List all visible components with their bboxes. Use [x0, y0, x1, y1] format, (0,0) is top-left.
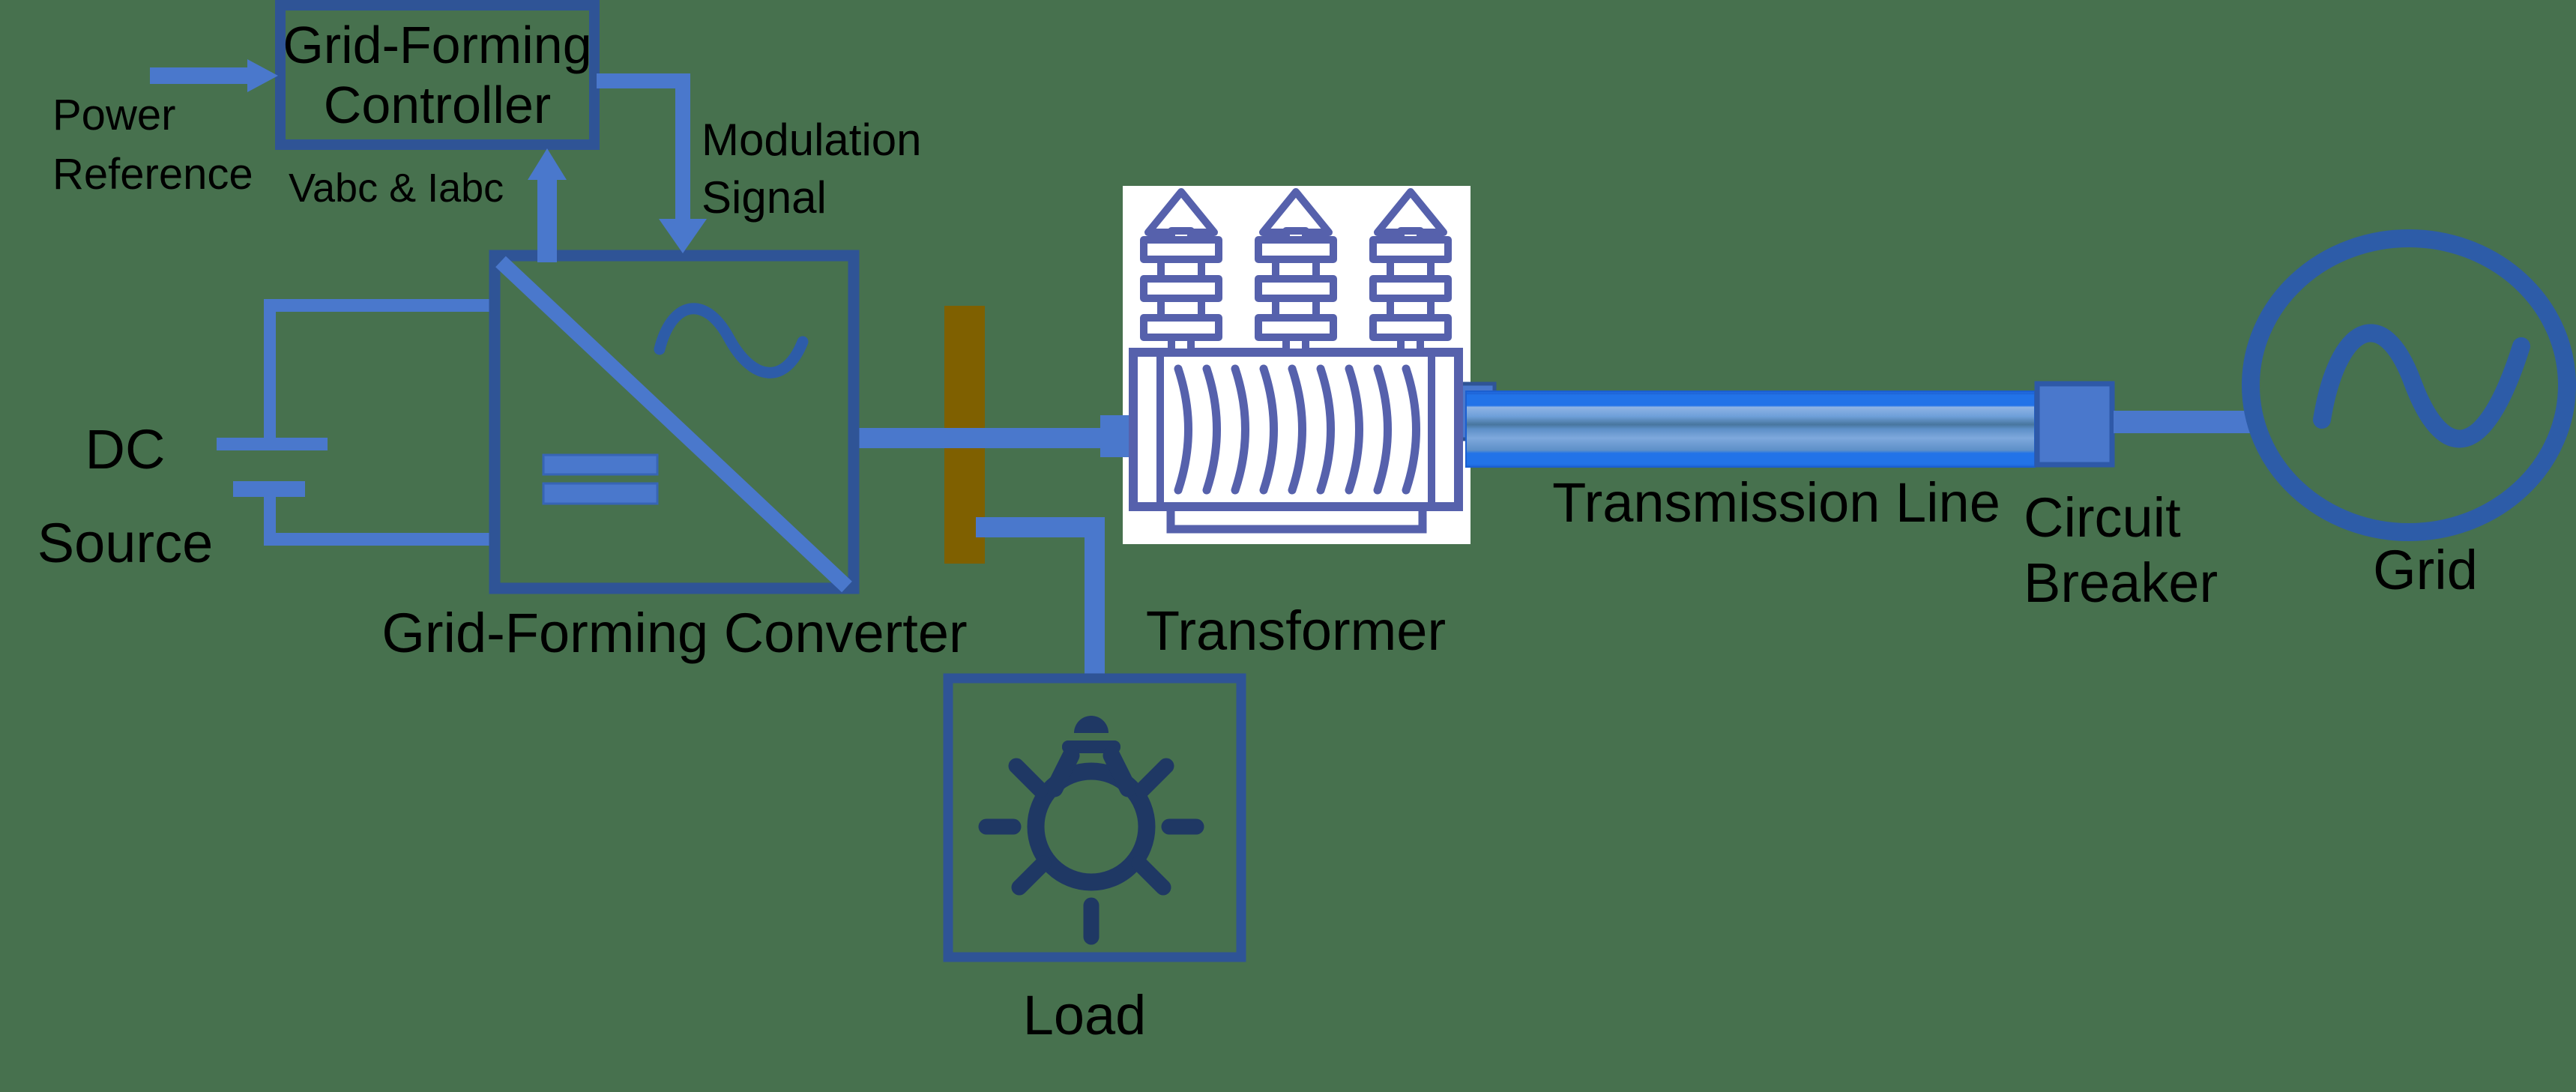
- controller-line1: Grid-Forming: [283, 16, 592, 74]
- converter-dc-bar-bottom: [542, 482, 659, 505]
- power-reference-line2: Reference: [52, 150, 253, 199]
- modulation-line2: Signal: [702, 172, 827, 223]
- transmission-line-bar: [1465, 390, 2036, 468]
- dc-source-circuit: [217, 299, 495, 546]
- controller-box: [275, 0, 600, 150]
- circuit-breaker-icon: [2034, 381, 2115, 468]
- controller-line2: Controller: [323, 76, 552, 134]
- load-label: Load: [1022, 984, 1147, 1046]
- modulation-line1: Modulation: [702, 115, 922, 165]
- circuit-breaker-label: Circuit Breaker: [2024, 485, 2218, 615]
- converter-label: Grid-Forming Converter: [381, 602, 968, 664]
- modulation-signal-arrow: [597, 73, 707, 253]
- converter-icon: [489, 250, 860, 594]
- dc-wire-bottom: [264, 533, 495, 546]
- transformer-label: Transformer: [1145, 600, 1447, 662]
- power-reference-line1: Power: [52, 91, 176, 139]
- power-reference-arrow: [150, 59, 278, 92]
- wire-converter-to-transformer: [857, 428, 1126, 448]
- lightbulb-icon: [978, 716, 1204, 945]
- load-icon: [943, 673, 1246, 962]
- controller-and-arrows: [150, 0, 707, 262]
- dc-wire-left-upper: [264, 299, 276, 438]
- transformer-base: [1166, 502, 1427, 534]
- transformer-tank-flanges: [1156, 352, 1435, 507]
- converter-diagonal: [495, 256, 852, 593]
- converter-ac-sine-icon: [654, 303, 809, 378]
- converter-box: [489, 250, 860, 594]
- power-reference-label: Power Reference: [52, 85, 253, 204]
- grid-source-icon: [2242, 229, 2576, 541]
- transformer-winding-fins: [1174, 364, 1420, 495]
- modulation-signal-label: Modulation Signal: [702, 111, 922, 226]
- load-box: [943, 673, 1246, 962]
- grid-circle: [2242, 229, 2576, 541]
- wire-breaker-to-grid: [2114, 411, 2251, 433]
- battery-short-plate: [233, 481, 305, 497]
- transformer-bushings: [1140, 188, 1452, 356]
- grid-ac-sine-icon: [2313, 324, 2530, 448]
- vabc-iabc-label: Vabc & Iabc: [289, 166, 504, 211]
- lightbulb-rays: [978, 758, 1204, 945]
- dc-wire-top: [264, 299, 495, 312]
- vabc-feedback-arrow: [528, 148, 567, 262]
- controller-label: Grid-Forming Controller: [275, 0, 600, 150]
- wire-load-branch-horizontal: [976, 517, 1105, 537]
- dc-source-label: DC Source: [37, 402, 213, 590]
- dc-source-line1: DC: [85, 418, 166, 480]
- circuit-breaker-line2: Breaker: [2024, 552, 2218, 614]
- transmission-line-label: Transmission Line: [1552, 471, 2000, 534]
- grid-label: Grid: [2373, 539, 2478, 601]
- battery-long-plate: [217, 438, 328, 450]
- wire-load-branch-vertical: [1085, 517, 1105, 679]
- converter-dc-bar-top: [542, 453, 659, 476]
- transformer-icon: [1100, 186, 1497, 544]
- dc-source-line2: Source: [37, 512, 214, 574]
- circuit-breaker-line1: Circuit: [2024, 486, 2181, 549]
- wires: [217, 299, 1126, 679]
